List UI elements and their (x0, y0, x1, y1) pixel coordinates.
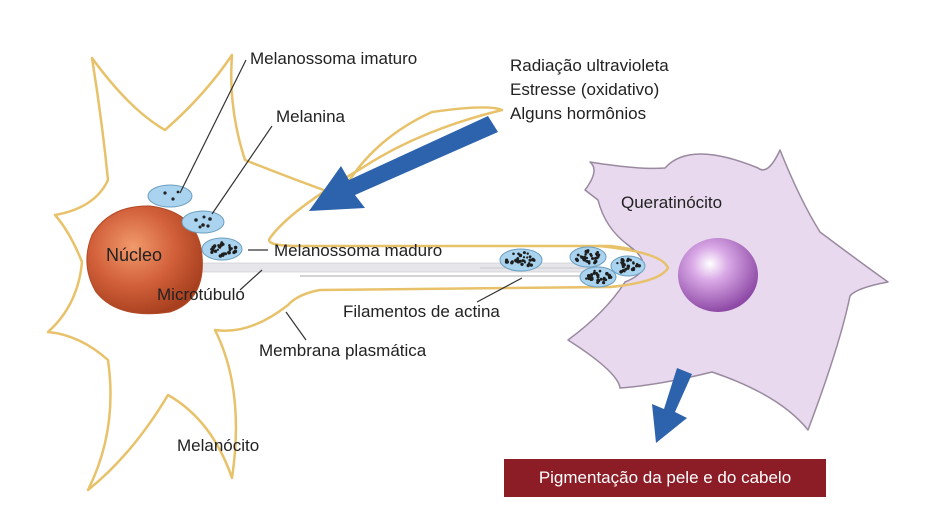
stimulus-item: Alguns hormônios (510, 104, 647, 123)
stimulus-item: Estresse (oxidativo) (510, 80, 660, 99)
label-melanina: Melanina (276, 107, 345, 126)
stimuli-list: Radiação ultravioleta Estresse (oxidativ… (510, 54, 669, 126)
keratinocyte-nucleus (678, 238, 758, 312)
melanosome-immature (147, 184, 193, 208)
melanosome-mature (499, 248, 543, 272)
label-queratinocito: Queratinócito (621, 193, 723, 212)
label-melanossoma-imaturo: Melanossoma imaturo (250, 49, 418, 68)
stimulus-arrow (309, 116, 498, 211)
leader-melanossoma-imaturo (179, 59, 247, 194)
stimulus-item: Radiação ultravioleta (510, 56, 669, 75)
label-filamentos-actina: Filamentos de actina (343, 302, 500, 321)
melanosome-mature (610, 255, 646, 277)
result-banner: Pigmentação da pele e do cabelo (504, 459, 826, 497)
leader-melanina (211, 125, 273, 215)
leader-microtubulo (239, 269, 263, 291)
label-melanossoma-maduro: Melanossoma maduro (274, 241, 443, 260)
melanosome-mature (569, 246, 607, 268)
melanosome-mature (201, 237, 243, 261)
output-arrow (652, 368, 692, 443)
label-nucleo: Núcleo (106, 245, 163, 265)
nucleus (86, 205, 203, 315)
melanosome-mature (579, 266, 617, 288)
label-melanocito: Melanócito (177, 436, 260, 455)
melanosome-melanin (181, 210, 225, 234)
leader-filamentos-actina (476, 277, 523, 303)
leader-membrana (285, 311, 307, 341)
label-microtubulo: Microtúbulo (157, 285, 245, 304)
label-membrana-plasmatica: Membrana plasmática (259, 341, 427, 360)
melanocyte-membrane (46, 53, 670, 492)
